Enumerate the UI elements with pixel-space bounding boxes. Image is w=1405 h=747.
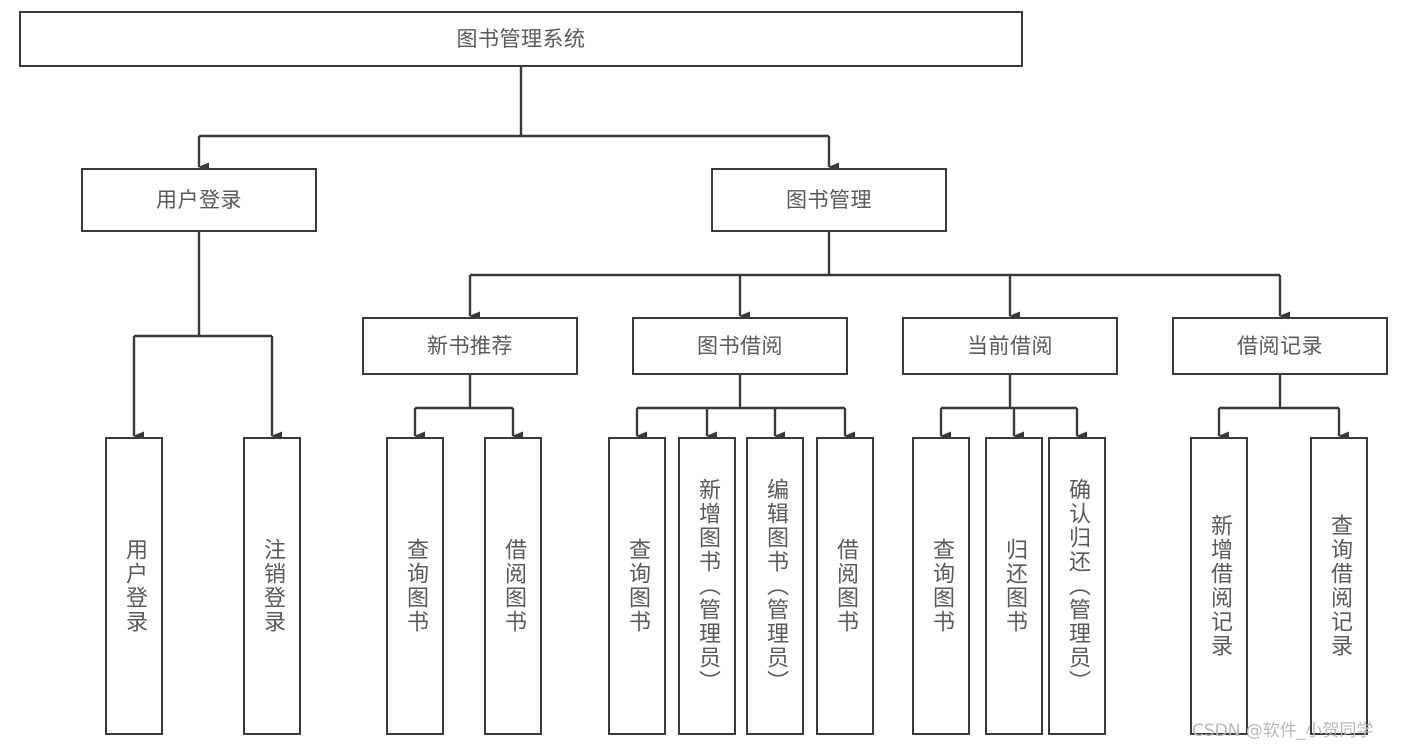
node-leaf-query-book-2[interactable]: 查询图书 [608,437,666,735]
node-leaf-query-book-1[interactable]: 查询图书 [386,437,444,735]
node-leaf-add-record[interactable]: 新增借阅记录 [1190,437,1248,735]
node-new-book-rec[interactable]: 新书推荐 [362,317,578,375]
node-label-book-borrow: 图书借阅 [697,333,783,358]
node-leaf-query-book-3[interactable]: 查询图书 [912,437,970,735]
node-borrow-record[interactable]: 借阅记录 [1172,317,1388,375]
node-leaf-borrow-book-1[interactable]: 借阅图书 [484,437,542,735]
node-leaf-query-record[interactable]: 查询借阅记录 [1310,437,1368,735]
node-label-new-book-rec: 新书推荐 [427,333,513,358]
node-label-book-manage: 图书管理 [786,187,872,212]
node-label-leaf-edit-book: 编辑图书（管理员） [763,478,788,694]
node-user-login[interactable]: 用户登录 [81,168,317,232]
node-label-leaf-return-book: 归还图书 [1002,538,1027,634]
node-label-root: 图书管理系统 [456,26,586,51]
node-label-leaf-confirm-return: 确认归还（管理员） [1065,478,1090,694]
node-book-manage[interactable]: 图书管理 [711,168,947,232]
tree-edges [132,67,1349,441]
node-leaf-return-book[interactable]: 归还图书 [985,437,1043,735]
node-leaf-edit-book[interactable]: 编辑图书（管理员） [746,437,804,735]
node-label-leaf-query-book-3: 查询图书 [929,538,954,634]
node-label-current-borrow: 当前借阅 [967,333,1053,358]
node-label-leaf-add-book: 新增图书（管理员） [695,478,720,694]
node-leaf-user-logout[interactable]: 注销登录 [243,437,301,735]
node-label-user-login: 用户登录 [156,187,242,212]
node-leaf-confirm-return[interactable]: 确认归还（管理员） [1048,437,1106,735]
node-root[interactable]: 图书管理系统 [19,11,1023,67]
node-label-leaf-user-login: 用户登录 [122,538,147,634]
node-label-leaf-borrow-book-1: 借阅图书 [501,538,526,634]
node-label-leaf-query-book-1: 查询图书 [403,538,428,634]
node-label-borrow-record: 借阅记录 [1237,333,1323,358]
node-label-leaf-query-book-2: 查询图书 [625,538,650,634]
node-label-leaf-borrow-book-2: 借阅图书 [833,538,858,634]
node-leaf-add-book[interactable]: 新增图书（管理员） [678,437,736,735]
node-label-leaf-query-record: 查询借阅记录 [1327,514,1352,658]
node-leaf-borrow-book-2[interactable]: 借阅图书 [816,437,874,735]
node-leaf-user-login[interactable]: 用户登录 [105,437,163,735]
node-current-borrow[interactable]: 当前借阅 [902,317,1118,375]
node-label-leaf-user-logout: 注销登录 [260,538,285,634]
node-book-borrow[interactable]: 图书借阅 [632,317,848,375]
node-label-leaf-add-record: 新增借阅记录 [1207,514,1232,658]
